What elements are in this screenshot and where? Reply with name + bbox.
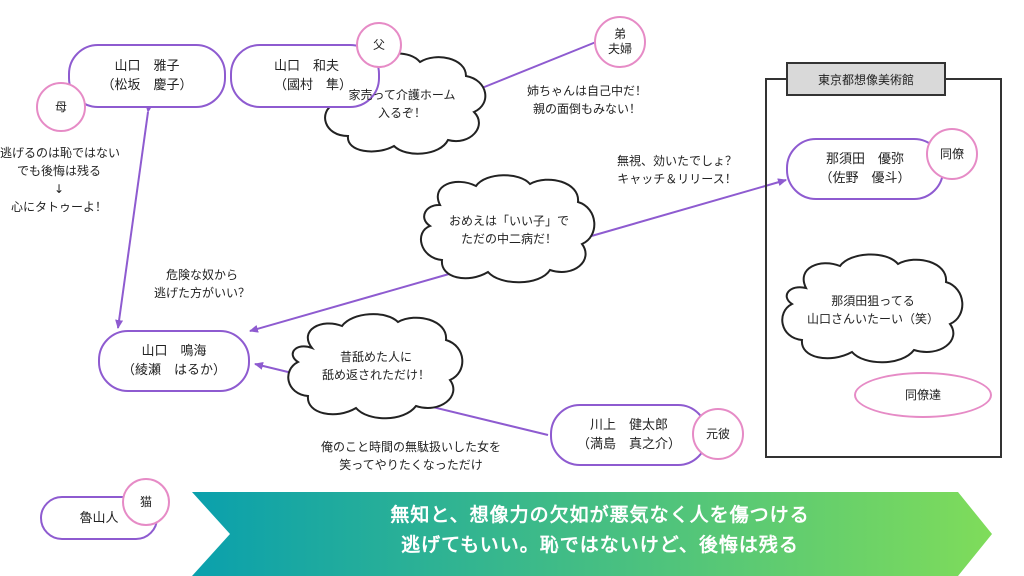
ex-actor: （満島 真之介） [576, 437, 681, 452]
cloud-father-line1: 家売って介護ホーム [348, 88, 456, 102]
mother-name: 山口 雅子 [114, 59, 180, 74]
banner-text: 無知と、想像力の欠如が悪気なく人を傷つける 逃げてもいい。恥ではないけど、後悔は… [250, 500, 950, 560]
father-name: 山口 和夫 [274, 59, 340, 74]
siblings-line2: 夫婦 [607, 42, 632, 56]
cloud-middle [420, 174, 596, 284]
tag-father: 父 [356, 22, 402, 68]
danger-quote-line1: 危険な奴から [165, 268, 238, 282]
colleague-quote-line2: キャッチ＆リリース！ [617, 172, 737, 186]
arrow-middle-haruka [249, 271, 457, 333]
mother-quote-line1: 逃げるのは恥ではない [0, 146, 121, 160]
label-mother-quote: 逃げるのは恥ではない でも後悔は残る ↓ 心にタトゥーよ！ [0, 144, 121, 216]
colleague-quote-line1: 無視、効いたでしょ？ [616, 154, 737, 168]
banner-line1: 無知と、想像力の欠如が悪気なく人を傷つける [390, 504, 810, 526]
arrow-siblings-father [471, 41, 597, 93]
label-colleague-quote: 無視、効いたでしょ？ キャッチ＆リリース！ [602, 152, 752, 188]
tag-colleague: 同僚 [926, 128, 978, 180]
cloud-middle-text: おめえは「いい子」で ただの中二病だ！ [430, 212, 588, 248]
cloud-coworkers-line2: 山口さんいたーい（笑） [806, 312, 939, 326]
cloud-middle-line2: ただの中二病だ！ [460, 232, 557, 246]
cloud-father-text: 家売って介護ホーム 入るぞ！ [338, 86, 466, 122]
banner-line2: 逃げてもいい。恥ではないけど、後悔は残る [401, 534, 799, 556]
arrow-mother-haruka [115, 103, 154, 329]
node-haruka: 山口 鳴海 （綾瀬 はるか） [98, 330, 250, 392]
cloud-father-line2: 入るぞ！ [377, 106, 426, 120]
father-actor: （國村 隼） [274, 78, 353, 93]
cloud-coworkers-text: 那須田狙ってる 山口さんいたーい（笑） [790, 292, 956, 328]
mother-actor: （松坂 慶子） [101, 78, 193, 93]
siblings-quote-line1: 姉ちゃんは自己中だ！ [526, 84, 647, 98]
mother-quote-line4: 心にタトゥーよ！ [10, 200, 107, 214]
node-mother: 山口 雅子 （松坂 慶子） [68, 44, 226, 108]
node-father: 山口 和夫 （國村 隼） [230, 44, 380, 108]
tag-cat: 猫 [122, 478, 170, 526]
tag-ex: 元彼 [692, 408, 744, 460]
cloud-coworkers-line1: 那須田狙ってる [831, 294, 915, 308]
cloud-middle-line1: おめえは「いい子」で [448, 214, 569, 228]
cloud-ex [287, 313, 464, 420]
mother-quote-line2: でも後悔は残る [16, 164, 101, 178]
banner-shape [192, 492, 992, 576]
siblings-quote-line2: 親の面倒もみない！ [532, 102, 641, 116]
haruka-actor: （綾瀬 はるか） [121, 363, 226, 378]
cloud-ex-line2: 舐め返されただけ！ [321, 368, 430, 382]
danger-quote-line2: 逃げた方がいい？ [153, 286, 250, 300]
tag-mother: 母 [36, 82, 86, 132]
node-colleague: 那須田 優弥 （佐野 優斗） [786, 138, 944, 200]
ex-quote-line1: 俺のこと時間の無駄扱いした女を [320, 440, 501, 454]
arrow-middle-colleague [587, 178, 787, 238]
colleague-actor: （佐野 優斗） [819, 171, 911, 186]
cloud-coworkers [781, 253, 964, 364]
label-danger-quote: 危険な奴から 逃げた方がいい？ [138, 266, 266, 302]
siblings-line1: 弟 [613, 27, 626, 41]
label-siblings-quote: 姉ちゃんは自己中だ！ 親の面倒もみない！ [512, 82, 662, 118]
colleague-name: 那須田 優弥 [825, 152, 904, 167]
tag-coworkers: 同僚達 [854, 372, 992, 418]
haruka-name: 山口 鳴海 [141, 344, 207, 359]
mother-quote-arrow: ↓ [53, 182, 65, 196]
label-ex-quote: 俺のこと時間の無駄扱いした女を 笑ってやりたくなっただけ [304, 438, 518, 474]
cat-name: 魯山人 [79, 510, 119, 526]
cloud-ex-line1: 昔舐めた人に [339, 350, 412, 364]
museum-title: 東京都想像美術館 [786, 62, 946, 96]
tag-siblings: 弟 夫婦 [594, 16, 646, 68]
cloud-ex-text: 昔舐めた人に 舐め返されただけ！ [300, 348, 452, 384]
ex-name: 川上 健太郎 [589, 418, 668, 433]
ex-quote-line2: 笑ってやりたくなっただけ [339, 458, 483, 472]
node-ex: 川上 健太郎 （満島 真之介） [550, 404, 708, 466]
